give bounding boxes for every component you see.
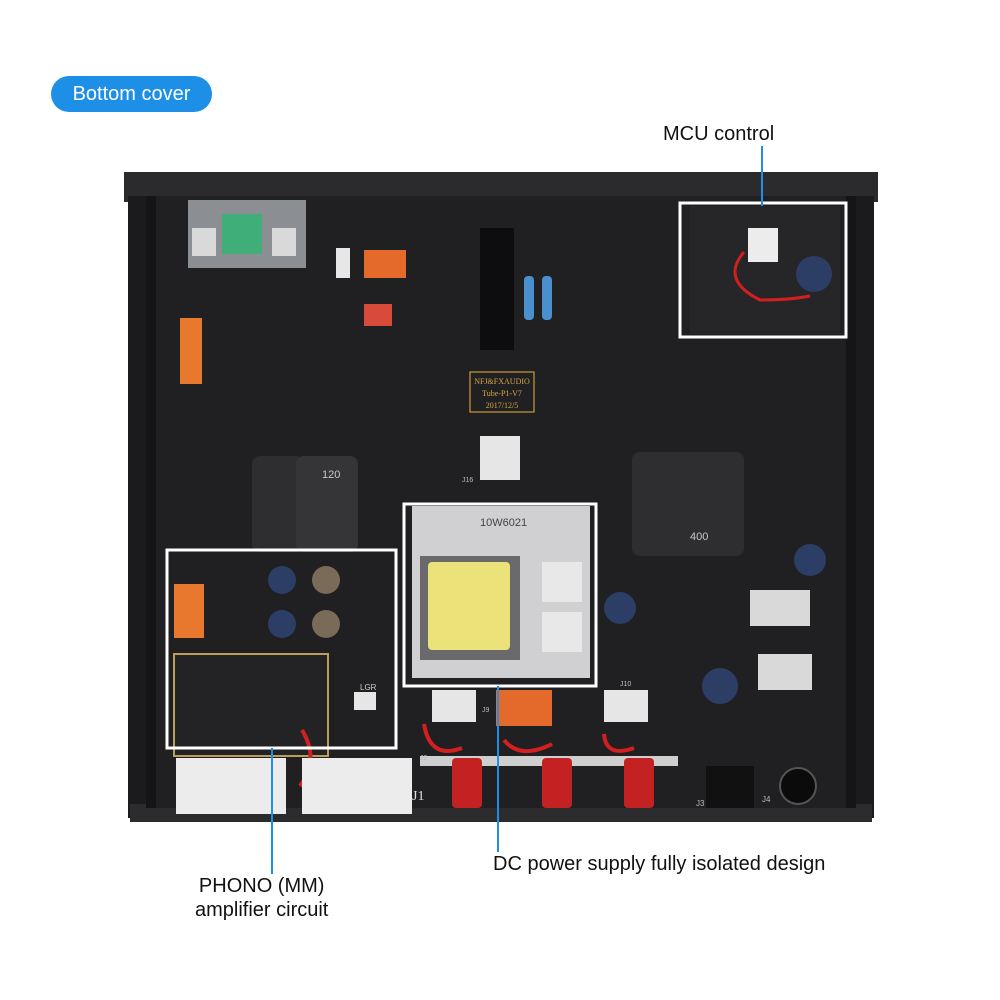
j3-label: J3 [696,799,705,808]
phono-cap-2 [312,566,340,594]
terminal-left [192,228,216,256]
volume-pot-shaft [480,228,514,350]
dc-callout-box [402,502,598,688]
j10-connector [604,690,648,722]
phono-label-line2: amplifier circuit [195,899,329,921]
heatsink-right-2 [758,654,812,690]
orange-relay-bottom [496,690,552,726]
mcu-white-connector [748,228,778,262]
resistor-blue-2 [542,276,552,320]
j1-label: J1 [412,789,424,804]
j16-label: J16 [462,477,473,484]
dc-power-jack [779,767,817,805]
lgr-label: LGR [360,683,377,692]
red-wire-1 [422,723,463,753]
phono-cap-4 [312,610,340,638]
phono-opamp-block [173,653,329,757]
chassis-right-wall [846,196,856,808]
resistor-blue-1 [524,276,534,320]
heatsink-2 [542,612,582,652]
chassis-left-wall [146,196,156,808]
brand-text-1: NFJ&FXAUDIO [474,377,530,386]
binding-post-2 [542,758,572,808]
red-wire-3 [602,733,635,753]
transformer-label: 10W6021 [480,517,527,529]
red-wire-2 [502,738,553,753]
heatsink-right-1 [750,590,810,626]
cap-value-text-2: 400 [690,531,708,543]
brand-text-3: 2017/12/5 [486,401,518,410]
cap-value-text-1: 120 [322,469,340,481]
phono-callout-box [165,548,398,750]
cap-right-3 [702,668,738,704]
lgr-connector [354,692,376,710]
filter-cap-3 [632,452,744,556]
j9-connector [432,690,476,722]
brand-text-2: Tube-P1-V7 [482,389,522,398]
orange-relay-left [180,318,202,384]
binding-post-3 [624,758,654,808]
mcu-cap [796,256,832,292]
j16-connector [480,436,520,480]
rca-jack-block-2 [302,758,412,814]
orange-relay-top [364,250,406,278]
phono-relay [174,584,204,638]
phono-cap-3 [268,610,296,638]
j10-label: J10 [620,681,631,688]
brand-silkscreen-box [469,371,535,413]
cap-right-2 [794,544,826,576]
red-connector-top [364,304,392,326]
phono-cap-1 [268,566,296,594]
cap-right-1 [604,592,636,624]
binding-post-1 [452,758,482,808]
heatsink-1 [542,562,582,602]
phono-label-line1: PHONO (MM) [198,875,325,897]
dc-jack-block-1 [706,766,754,808]
j9-label: J9 [482,707,490,714]
j2-label: J2 [420,755,428,762]
bottom-cover-badge: Bottom cover [51,76,212,112]
phono-label: PHONO (MM) amplifier circuit [195,874,328,922]
terminal-right [272,228,296,256]
filter-cap-1 [252,456,304,552]
mcu-red-wire [733,251,811,302]
mcu-control-label: MCU control [663,123,775,145]
filter-cap-2 [296,456,358,552]
white-connector-top [336,248,350,278]
transformer-coil [428,562,510,650]
green-relay [222,214,262,254]
j4-label: J4 [762,795,771,804]
dc-power-label: DC power supply fully isolated design [493,853,826,875]
rca-jack-block-1 [176,758,286,814]
